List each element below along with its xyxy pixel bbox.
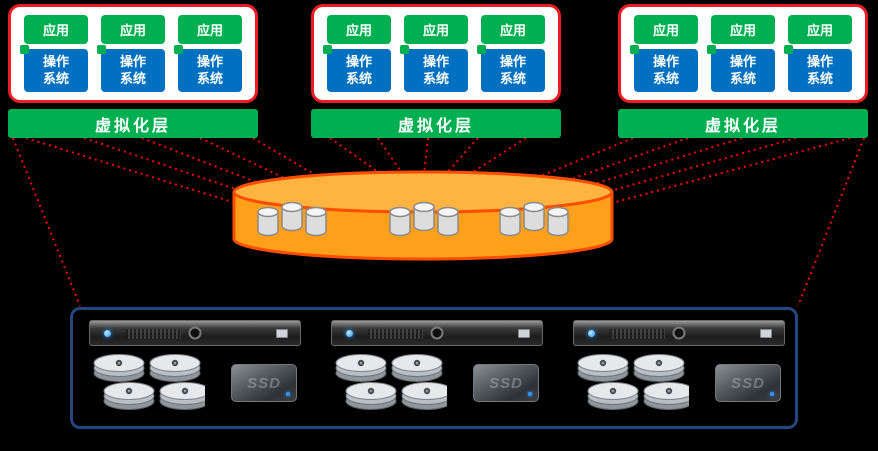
vm: 应用 操作系统 xyxy=(630,15,698,92)
os-corner-chip xyxy=(323,45,332,55)
vm-app-box: 应用 xyxy=(101,15,165,45)
vm-app-box: 应用 xyxy=(634,15,698,45)
ssd-drive-icon: SSD xyxy=(231,364,297,402)
vent-grille-icon xyxy=(368,329,423,339)
drive-bay-icon xyxy=(276,329,288,338)
os-corner-chip xyxy=(630,45,639,55)
virtualization-layer-bar-3: 虚拟化层 xyxy=(618,109,868,138)
server-front-panel xyxy=(331,320,543,346)
os-corner-chip xyxy=(784,45,793,55)
vm-app-box: 应用 xyxy=(481,15,545,45)
power-led-icon xyxy=(104,330,111,337)
vm: 应用 操作系统 xyxy=(174,15,242,92)
vm-os-box: 操作系统 xyxy=(630,45,698,92)
virtualization-layer-bar-1: 虚拟化层 xyxy=(8,109,258,138)
os-corner-chip xyxy=(477,45,486,55)
vm: 应用 操作系统 xyxy=(477,15,545,92)
vm: 应用 操作系统 xyxy=(20,15,88,92)
os-corner-chip xyxy=(707,45,716,55)
vm-os-box: 操作系统 xyxy=(784,45,852,92)
vm-app-box: 应用 xyxy=(788,15,852,45)
server-node-3: SSD xyxy=(573,320,785,422)
vm-group-1: 应用 操作系统 应用 操作系统 应用 操作系统 xyxy=(8,4,258,103)
server-enclosure: SSD SSD xyxy=(70,307,798,429)
vent-grille-icon xyxy=(610,329,665,339)
vm-group-3: 应用 操作系统 应用 操作系统 应用 操作系统 xyxy=(618,4,868,103)
vm: 应用 操作系统 xyxy=(707,15,775,92)
drive-bay-icon xyxy=(760,329,772,338)
hdd-stack-icons xyxy=(577,354,689,410)
ssd-drive-icon: SSD xyxy=(473,364,539,402)
brand-emblem-icon xyxy=(188,326,202,340)
vm: 应用 操作系统 xyxy=(784,15,852,92)
ssd-label: SSD xyxy=(489,374,523,392)
power-led-icon xyxy=(588,330,595,337)
ssd-label: SSD xyxy=(731,374,765,392)
server-node-2: SSD xyxy=(331,320,543,422)
ssd-led-icon xyxy=(528,392,532,396)
hdd-stack-icons xyxy=(335,354,447,410)
vm-os-box: 操作系统 xyxy=(400,45,468,92)
ssd-label: SSD xyxy=(247,374,281,392)
virtualization-layer-bar-2: 虚拟化层 xyxy=(311,109,561,138)
os-corner-chip xyxy=(97,45,106,55)
drive-bay-icon xyxy=(518,329,530,338)
ssd-led-icon xyxy=(770,392,774,396)
power-led-icon xyxy=(346,330,353,337)
server-front-panel xyxy=(573,320,785,346)
pooled-disk-icons xyxy=(257,201,569,237)
os-corner-chip xyxy=(174,45,183,55)
vent-grille-icon xyxy=(126,329,181,339)
os-corner-chip xyxy=(400,45,409,55)
vm: 应用 操作系统 xyxy=(400,15,468,92)
vm-app-box: 应用 xyxy=(327,15,391,45)
vm-app-box: 应用 xyxy=(178,15,242,45)
vm-os-box: 操作系统 xyxy=(323,45,391,92)
vm-os-box: 操作系统 xyxy=(707,45,775,92)
ssd-drive-icon: SSD xyxy=(715,364,781,402)
vm: 应用 操作系统 xyxy=(323,15,391,92)
drive-row: SSD xyxy=(331,353,543,413)
server-node-1: SSD xyxy=(89,320,301,422)
vm-os-box: 操作系统 xyxy=(97,45,165,92)
vm-os-box: 操作系统 xyxy=(477,45,545,92)
vm-app-box: 应用 xyxy=(24,15,88,45)
vm: 应用 操作系统 xyxy=(97,15,165,92)
drive-row: SSD xyxy=(573,353,785,413)
os-corner-chip xyxy=(20,45,29,55)
vm-group-2: 应用 操作系统 应用 操作系统 应用 操作系统 xyxy=(311,4,561,103)
drive-row: SSD xyxy=(89,353,301,413)
storage-pool-cylinder xyxy=(232,170,614,261)
vm-app-box: 应用 xyxy=(711,15,775,45)
dotted-connector-lines xyxy=(12,137,865,307)
ssd-led-icon xyxy=(286,392,290,396)
brand-emblem-icon xyxy=(672,326,686,340)
vm-os-box: 操作系统 xyxy=(20,45,88,92)
brand-emblem-icon xyxy=(430,326,444,340)
server-front-panel xyxy=(89,320,301,346)
hdd-stack-icons xyxy=(93,354,205,410)
vm-os-box: 操作系统 xyxy=(174,45,242,92)
vm-app-box: 应用 xyxy=(404,15,468,45)
